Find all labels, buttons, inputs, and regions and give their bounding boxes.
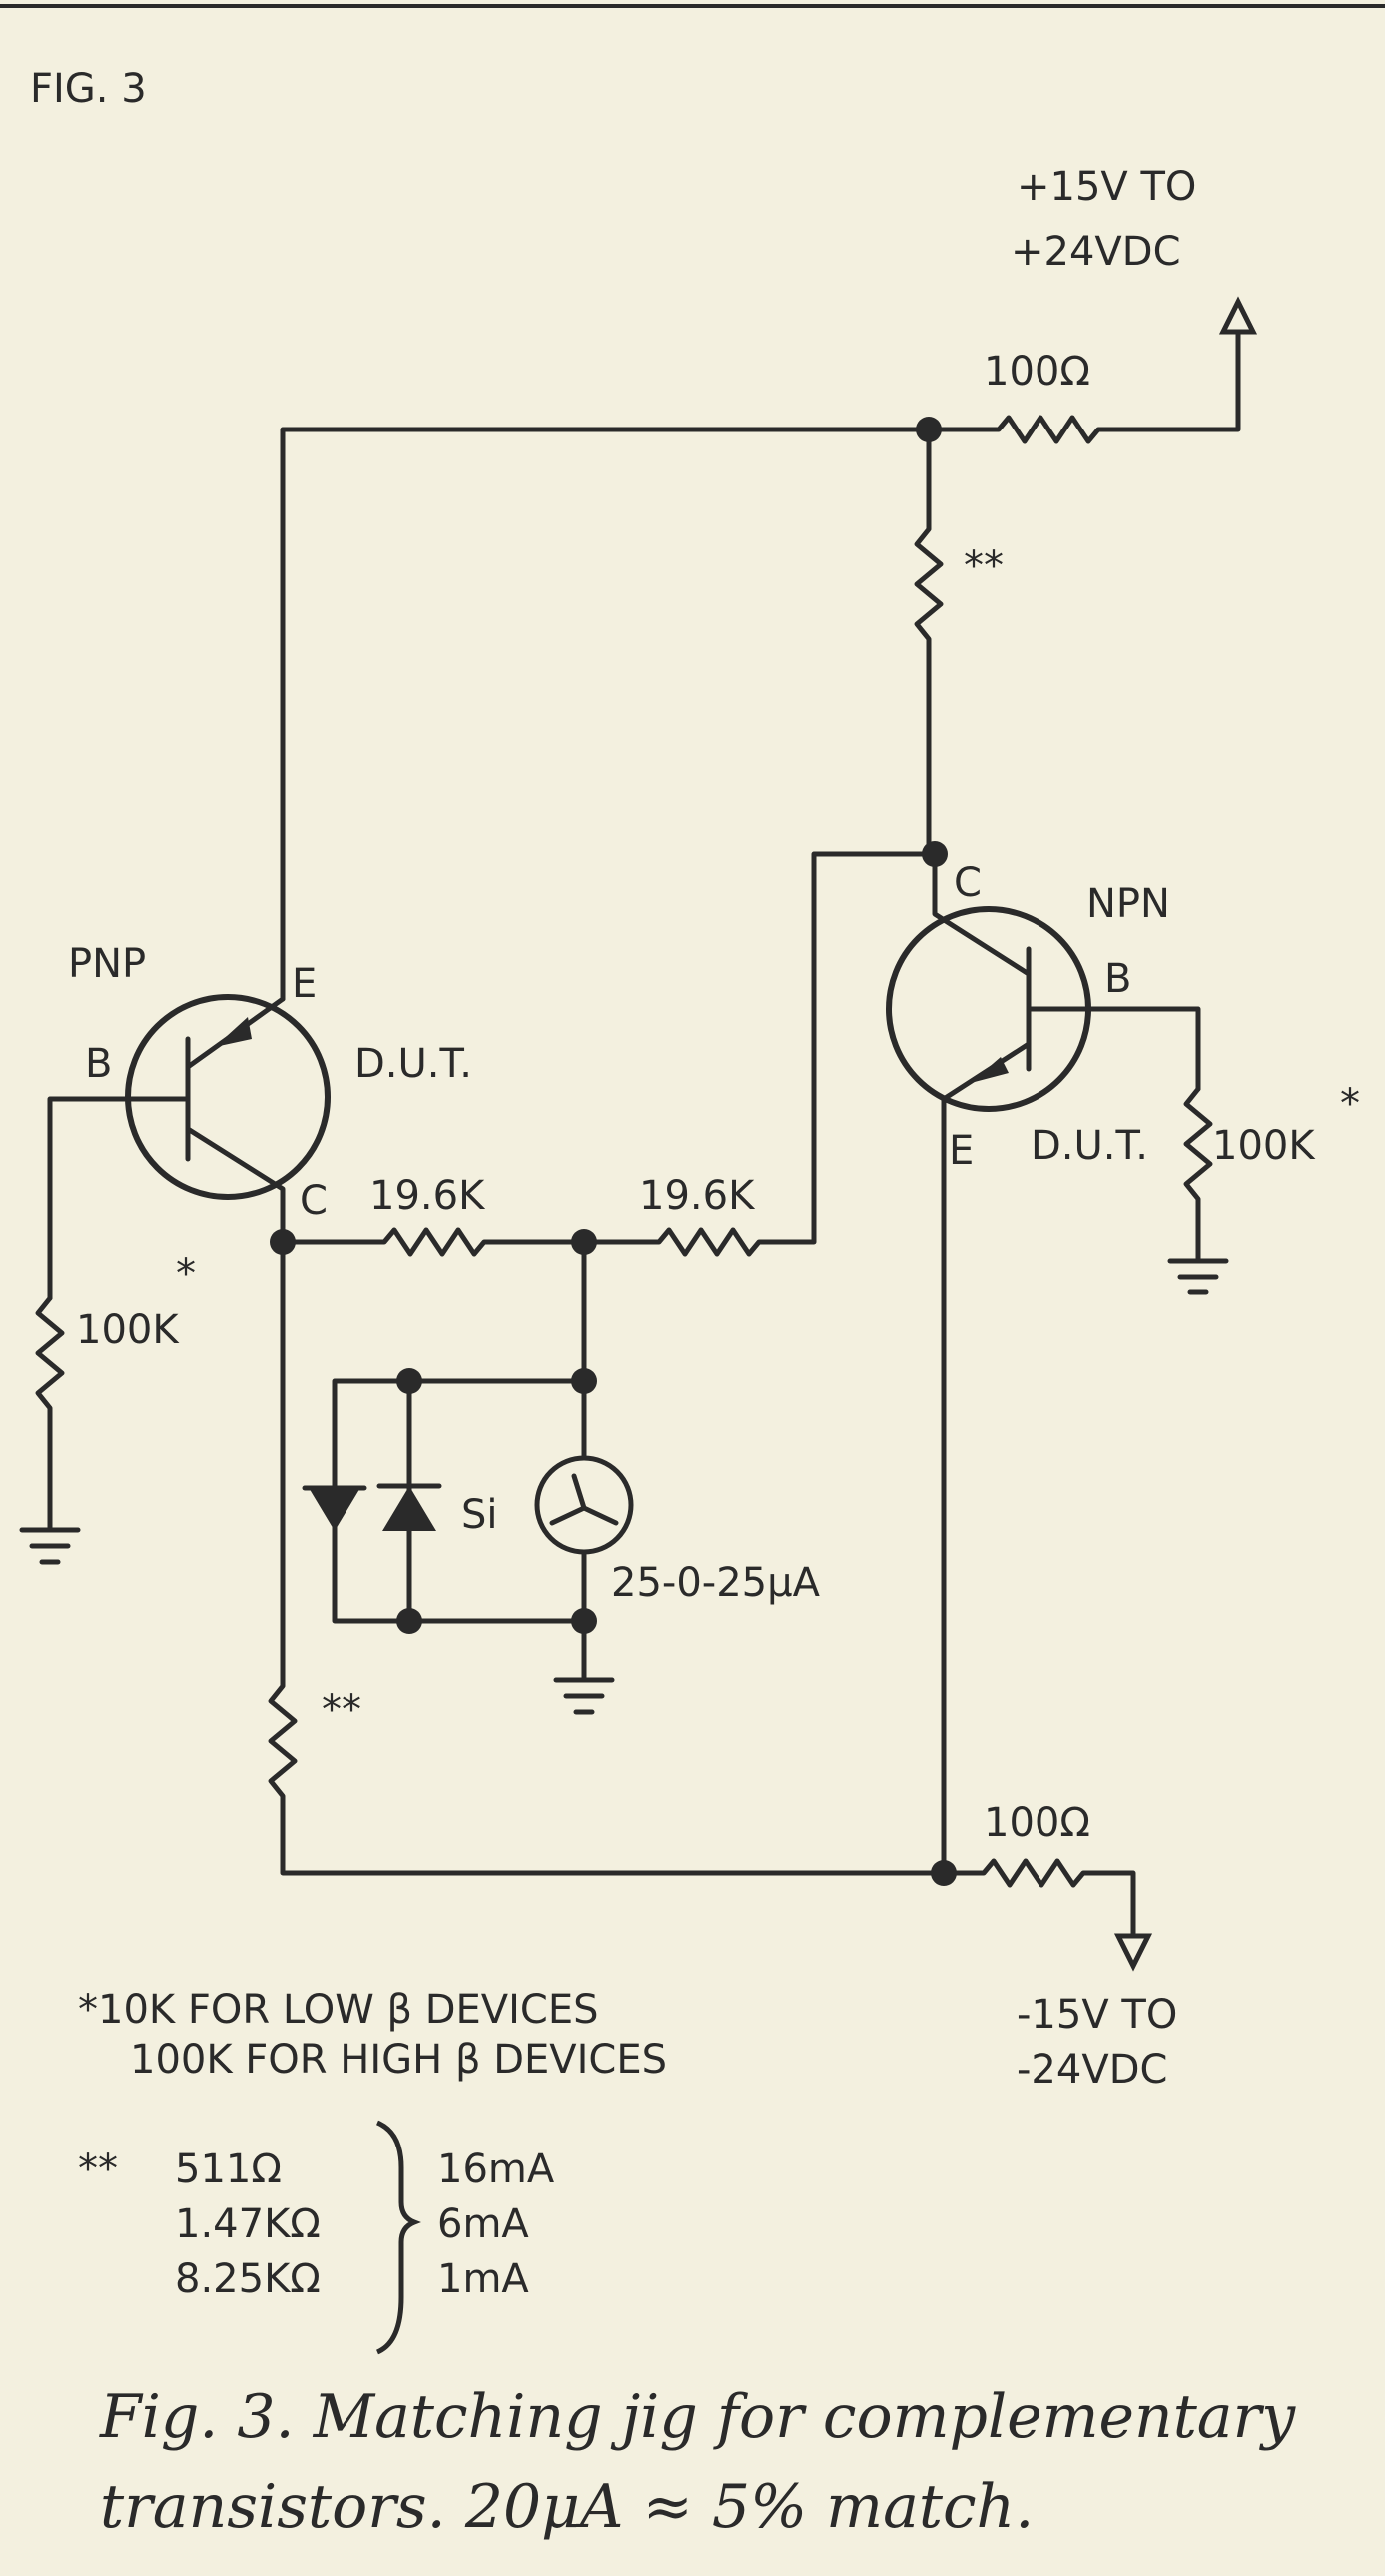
positive-supply: +15V TO +24VDC 100Ω [280, 164, 1258, 1002]
note-star-line-1: *10K FOR LOW β DEVICES [78, 1987, 599, 2033]
top-100ohm-resistor [926, 327, 1241, 444]
npn-star: * [1340, 1081, 1360, 1127]
note-current-1: 16mA [437, 2147, 555, 2192]
negative-supply-arrow [1113, 1933, 1153, 1972]
positive-supply-label-2: +24VDC [1011, 229, 1181, 275]
notes: *10K FOR LOW β DEVICES 100K FOR HIGH β D… [78, 1987, 667, 2355]
pnp-base-resistor-value: 100K [76, 1307, 180, 1353]
negative-supply-label-2: -24VDC [1017, 2047, 1167, 2093]
note-resistor-1: 511Ω [175, 2147, 282, 2192]
pnp-collector-resistor: ** [268, 1239, 947, 1876]
npn-pin-b: B [1104, 956, 1131, 1002]
note-current-2: 6mA [437, 2201, 529, 2247]
negative-supply: 100Ω -15V TO -24VDC [941, 1800, 1177, 2093]
caption-line-1: Fig. 3. Matching jig for complementary [100, 2382, 1296, 2452]
npn-transistor: NPN C B E D.U.T. 100K * [886, 851, 1360, 1295]
diode-label: Si [461, 1492, 498, 1538]
note-current-3: 1mA [437, 2256, 529, 2302]
negative-supply-label-1: -15V TO [1017, 1992, 1177, 2038]
npn-collector-resistor: ** [914, 427, 1004, 857]
pnp-dut-label: D.U.T. [354, 1041, 472, 1087]
positive-supply-arrow [1218, 296, 1258, 335]
top-resistor-value: 100Ω [984, 349, 1090, 395]
top-rule [0, 4, 1385, 8]
npn-dut-label: D.U.T. [1031, 1123, 1148, 1169]
note-resistor-2: 1.47KΩ [175, 2201, 321, 2247]
note-resistor-3: 8.25KΩ [175, 2256, 321, 2302]
right-bridge-resistor-value: 19.6K [639, 1173, 756, 1219]
silicon-diode-1 [308, 1486, 361, 1531]
note-brace [375, 2120, 421, 2355]
npn-type-label: NPN [1086, 881, 1170, 927]
bridge-resistors: 19.6K 19.6K [280, 851, 938, 1257]
silicon-diode-2 [382, 1486, 436, 1531]
note-star-line-2: 100K FOR HIGH β DEVICES [130, 2037, 667, 2083]
circuit-schematic: FIG. 3 +15V TO +24VDC 100Ω ** NPN C B [19, 66, 1360, 2355]
meter-range-label: 25-0-25μA [611, 1560, 821, 1606]
pnp-pin-c: C [300, 1178, 328, 1224]
npn-pin-c: C [954, 860, 982, 906]
npn-collector-resistor-mark: ** [964, 543, 1004, 589]
npn-pin-e: E [949, 1128, 974, 1174]
pnp-star: * [176, 1251, 196, 1296]
pnp-collector-resistor-mark: ** [322, 1687, 361, 1733]
figure-caption: Fig. 3. Matching jig for complementary t… [100, 2372, 1358, 2552]
pnp-pin-e: E [292, 961, 317, 1007]
npn-base-resistor-value: 100K [1212, 1123, 1316, 1169]
caption-line-2: transistors. 20μA ≈ 5% match. [100, 2472, 1035, 2542]
pnp-pin-b: B [85, 1041, 112, 1087]
pnp-transistor: PNP E B C D.U.T. * 100K [19, 941, 472, 1565]
pnp-emitter-arrow [215, 1017, 252, 1047]
bottom-resistor-value: 100Ω [984, 1800, 1090, 1846]
note-double-star: ** [78, 2147, 118, 2192]
npn-emitter-arrow [971, 1057, 1009, 1083]
meter-and-diodes: Si 25-0-25μA [302, 1239, 821, 1715]
positive-supply-label-1: +15V TO [1017, 164, 1196, 210]
figure-label: FIG. 3 [30, 66, 147, 112]
pnp-type-label: PNP [68, 941, 146, 987]
left-bridge-resistor-value: 19.6K [369, 1173, 486, 1219]
